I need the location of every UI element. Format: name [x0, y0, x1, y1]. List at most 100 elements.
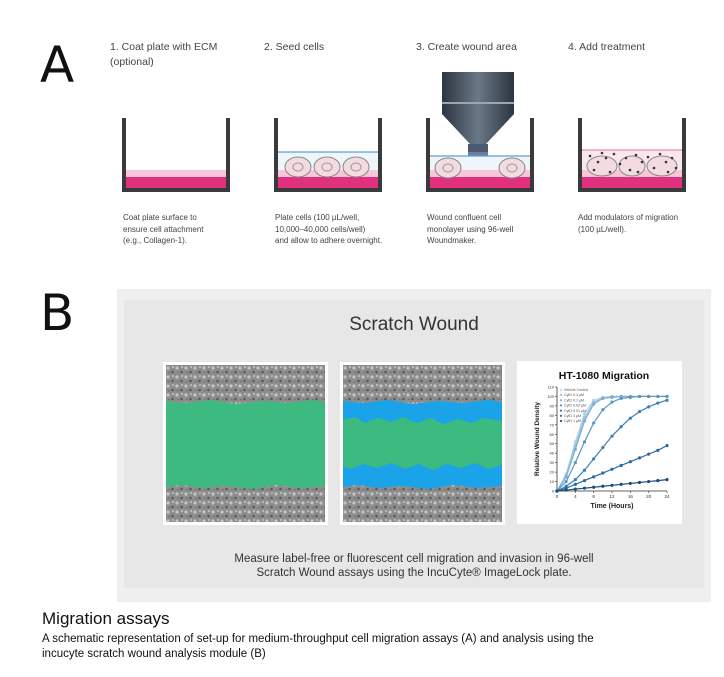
y-axis-label: Relative Wound Density	[534, 402, 541, 476]
data-point	[582, 486, 587, 490]
wound-image-migrated	[340, 362, 505, 525]
chart-title: HT-1080 Migration	[559, 370, 649, 382]
seeded-cell	[342, 156, 370, 178]
data-point	[665, 398, 669, 402]
data-point	[582, 415, 587, 419]
data-point	[637, 480, 642, 485]
cell	[434, 157, 462, 179]
well-1-illustration	[122, 118, 230, 192]
seeded-cell	[313, 156, 341, 178]
figure-caption: A schematic representation of set-up for…	[42, 633, 594, 660]
y-tick-label: 20	[550, 470, 555, 475]
step-2-title: 2. Seed cells	[264, 41, 325, 53]
data-point	[637, 409, 642, 414]
scratch-wound-panel: Scratch Wound	[117, 289, 711, 602]
y-tick-label: 90	[550, 403, 555, 408]
y-tick-label: 30	[550, 460, 555, 465]
legend-entry: Vehicle Control	[564, 388, 588, 392]
data-point	[628, 416, 632, 420]
step-4-title: 4. Add treatment	[568, 41, 646, 53]
seeded-cell	[284, 156, 312, 178]
data-point	[665, 444, 669, 448]
scratch-wound-inner: Scratch Wound	[124, 300, 704, 588]
figure-title: Migration assays	[42, 609, 170, 628]
step-4-description: Add modulators of migration(100 µL/well)…	[578, 213, 679, 234]
data-point	[601, 445, 605, 450]
scratch-wound-caption: Measure label-free or fluorescent cell m…	[234, 553, 594, 579]
data-point	[637, 456, 642, 460]
data-point	[619, 425, 623, 429]
woundmaker-tool-illustration	[442, 72, 514, 156]
data-point	[564, 475, 568, 479]
data-point	[582, 468, 587, 472]
data-point	[628, 481, 632, 486]
y-tick-label: 40	[550, 451, 555, 456]
data-point	[610, 483, 614, 487]
data-point	[582, 479, 587, 483]
data-point	[619, 396, 623, 400]
migration-chart: HT-1080 Migration01020304050607080901001…	[534, 370, 670, 510]
treatment-particles	[588, 151, 678, 174]
legend-marker	[559, 409, 563, 412]
data-point	[656, 394, 660, 399]
x-tick-label: 12	[609, 494, 615, 499]
data-point	[564, 479, 568, 484]
data-point	[582, 419, 587, 423]
data-point	[601, 396, 605, 400]
wound-image-initial-svg	[166, 365, 325, 522]
x-tick-label: 16	[628, 494, 634, 499]
data-point	[592, 457, 596, 461]
well-4-illustration	[578, 118, 686, 192]
y-tick-label: 50	[550, 441, 555, 446]
data-point	[628, 460, 632, 464]
data-point	[573, 487, 577, 491]
cell	[498, 157, 526, 179]
data-point	[573, 447, 577, 451]
data-point	[592, 421, 596, 425]
data-point	[647, 405, 651, 409]
legend-entry: CytD 0.01 µM	[564, 409, 586, 413]
y-tick-label: 110	[548, 385, 555, 390]
well-2-illustration	[274, 118, 382, 192]
data-point	[628, 395, 632, 399]
data-point	[619, 463, 623, 468]
x-axis-label: Time (Hours)	[590, 503, 633, 510]
panel-a-letter: A	[40, 36, 75, 94]
data-point	[573, 482, 577, 486]
x-tick-label: 4	[574, 494, 577, 499]
legend-entry: CytD 0.1 µM	[564, 398, 584, 402]
cell	[618, 155, 646, 177]
data-point	[665, 394, 669, 399]
data-point	[656, 479, 660, 483]
data-point	[555, 489, 559, 493]
legend-entry: CytD 3 µM	[564, 414, 581, 418]
scratch-wound-title: Scratch Wound	[349, 314, 479, 335]
cell	[646, 155, 678, 177]
data-point	[592, 475, 596, 479]
data-point	[564, 488, 568, 492]
legend-marker	[559, 404, 563, 407]
data-point	[573, 478, 577, 482]
wound-image-migrated-svg	[343, 365, 502, 522]
y-tick-label: 80	[550, 413, 555, 418]
legend-marker	[559, 388, 563, 391]
data-point	[647, 452, 651, 456]
legend-marker	[559, 419, 563, 423]
legend-marker	[559, 399, 563, 402]
data-point	[601, 484, 605, 488]
data-point	[665, 478, 669, 482]
legend-marker	[559, 414, 563, 417]
step-2-description: Plate cells (100 µL/well,10,000–40,000 c…	[275, 213, 383, 245]
data-point	[573, 461, 577, 465]
y-tick-label: 10	[550, 479, 555, 484]
well-3-illustration	[426, 118, 534, 192]
x-tick-label: 8	[592, 494, 595, 499]
legend-entry: CytD 1 µM	[564, 419, 581, 423]
wound-image-initial	[163, 362, 328, 525]
y-tick-label: 0	[552, 489, 555, 494]
y-tick-label: 70	[550, 422, 555, 427]
legend-entry: CytD 0.03 µM	[564, 404, 586, 408]
